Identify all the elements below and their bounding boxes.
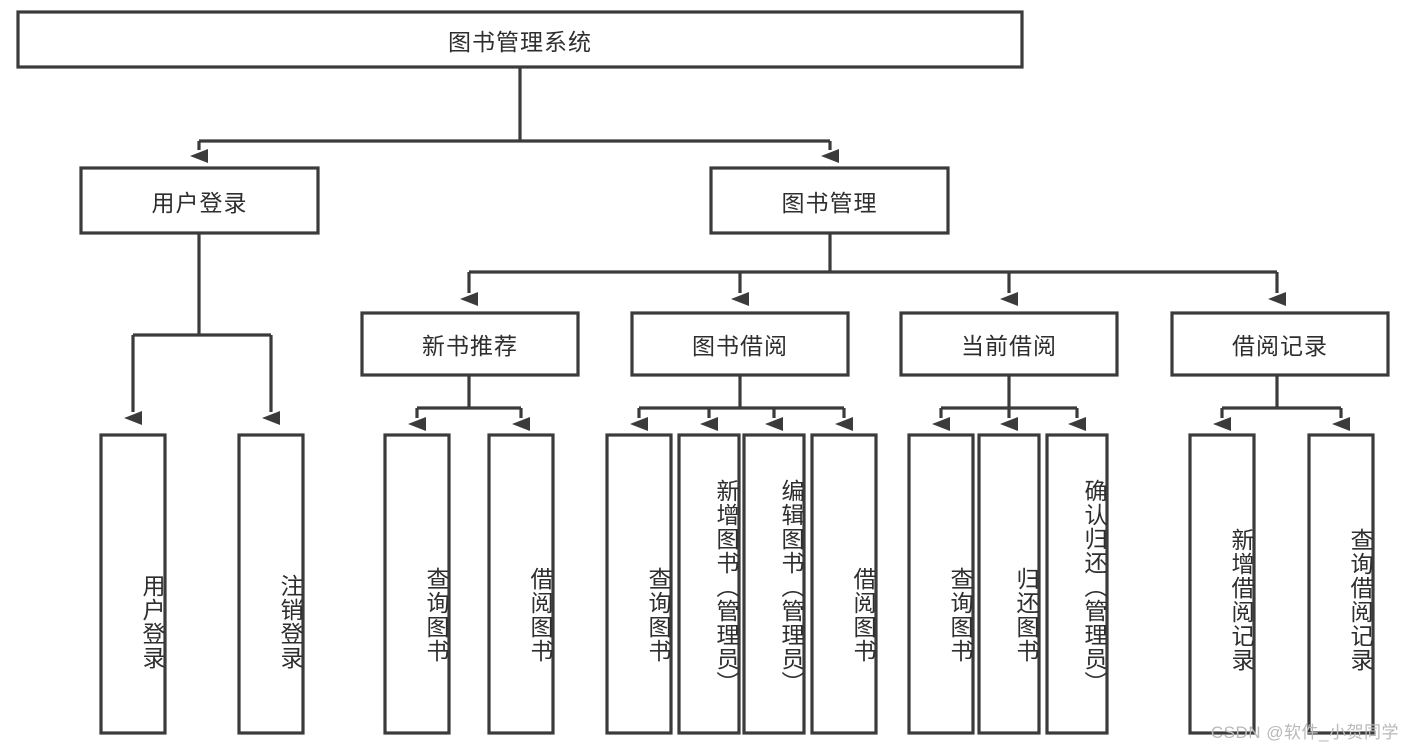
- node-root[interactable]: [16, 10, 1024, 69]
- leaf-current-borrow-2[interactable]: [977, 433, 1041, 735]
- leaf-user-login-1[interactable]: [99, 433, 167, 735]
- leaf-new-book-1[interactable]: [383, 433, 451, 735]
- node-book-manage[interactable]: [709, 166, 950, 235]
- leaf-book-borrow-2[interactable]: [677, 433, 741, 735]
- leaf-borrow-record-2[interactable]: [1307, 433, 1375, 735]
- leaf-current-borrow-1[interactable]: [907, 433, 975, 735]
- leaf-book-borrow-3[interactable]: [742, 433, 806, 735]
- leaf-borrow-record-1[interactable]: [1188, 433, 1256, 735]
- node-user-login[interactable]: [79, 166, 320, 235]
- leaf-new-book-2[interactable]: [487, 433, 555, 735]
- node-rects: [16, 10, 1390, 735]
- node-book-borrow[interactable]: [630, 311, 850, 377]
- leaf-user-login-2[interactable]: [237, 433, 305, 735]
- node-current-borrow[interactable]: [899, 311, 1119, 377]
- connectors: [124, 67, 1350, 431]
- node-borrow-record[interactable]: [1170, 311, 1390, 377]
- leaf-current-borrow-3[interactable]: [1045, 433, 1109, 735]
- leaf-book-borrow-1[interactable]: [605, 433, 673, 735]
- leaf-book-borrow-4[interactable]: [810, 433, 878, 735]
- node-new-book-recommend[interactable]: [360, 311, 580, 377]
- csdn-watermark: CSDN @软件_小贺同学: [1210, 723, 1399, 742]
